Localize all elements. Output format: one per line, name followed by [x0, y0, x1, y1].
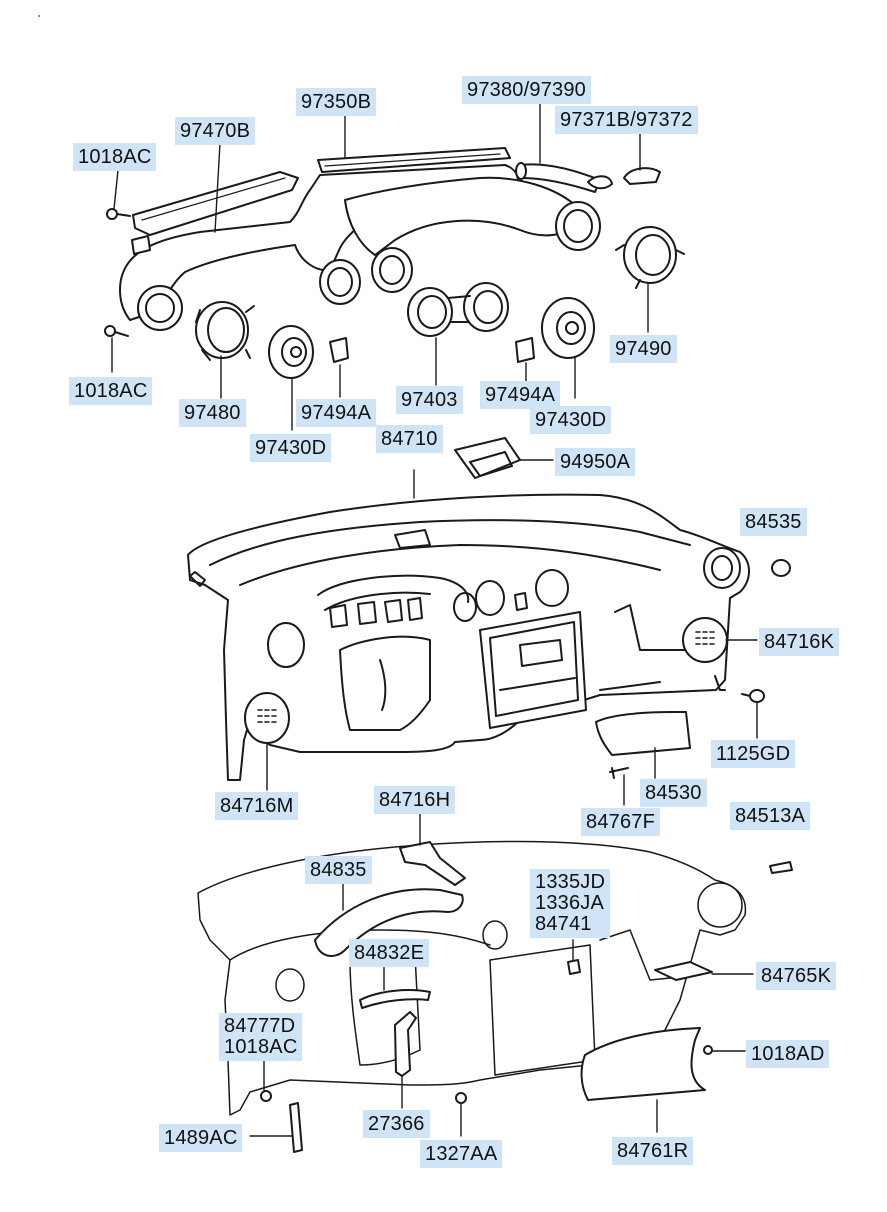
- label-97371B-97372: 97371B/97372: [555, 106, 698, 134]
- instrument-panel: [187, 493, 750, 781]
- screw-bottom-left: [104, 325, 129, 337]
- panel-small-parts: [454, 437, 793, 874]
- label-1018AC-bottom: 1018AC: [224, 1036, 298, 1058]
- defroster-nozzle-left: [132, 171, 299, 236]
- cover-84761R: [580, 1027, 706, 1101]
- label-84761R: 84761R: [612, 1137, 694, 1165]
- trim-84832E: [359, 989, 431, 1009]
- label-1336JA: 1336JA: [535, 892, 605, 914]
- label-1125GD: 1125GD: [711, 740, 796, 768]
- leader-lines-bottom: [249, 811, 754, 1137]
- label-84741: 84741: [535, 913, 592, 935]
- speaker-grille-left: [244, 692, 290, 744]
- label-97350B: 97350B: [296, 88, 377, 116]
- label-84530: 84530: [640, 779, 707, 807]
- label-84767F: 84767F: [581, 808, 661, 836]
- label-84513A: 84513A: [730, 802, 811, 830]
- label-97430D-left: 97430D: [250, 434, 332, 462]
- label-84716M: 84716M: [215, 792, 299, 820]
- label-1018AD: 1018AD: [746, 1040, 830, 1068]
- lower-panel: [197, 840, 747, 1153]
- label-1489AC: 1489AC: [159, 1124, 243, 1152]
- screw-1018AD: [703, 1045, 713, 1055]
- label-84535: 84535: [740, 508, 807, 536]
- vent-components: [195, 226, 685, 379]
- label-84710: 84710: [376, 425, 443, 453]
- label-84777D: 84777D: [224, 1015, 296, 1037]
- pin-1489AC: [289, 1102, 303, 1153]
- panel-outline: [187, 493, 750, 781]
- label-97490: 97490: [610, 335, 677, 363]
- label-97380-97390: 97380/97390: [462, 76, 591, 104]
- bracket-84716H: [399, 841, 466, 886]
- leader-lines-top: [111, 102, 649, 431]
- label-97494A-left: 97494A: [296, 399, 377, 427]
- clip-84513A: [769, 861, 793, 874]
- label-1018AC-top: 1018AC: [73, 143, 157, 171]
- label-97470B: 97470B: [175, 117, 256, 145]
- label-84765K: 84765K: [756, 962, 837, 990]
- label-27366: 27366: [363, 1110, 430, 1138]
- side-grille: [623, 167, 661, 185]
- label-94950A: 94950A: [555, 448, 636, 476]
- air-duct-assembly: [104, 147, 661, 337]
- label-84716K: 84716K: [759, 628, 840, 656]
- screw-top-left: [106, 208, 131, 220]
- bolt-1018AC: [260, 1090, 272, 1102]
- bracket-27366: [394, 1011, 417, 1077]
- glove-box-part: [595, 711, 691, 756]
- label-97403: 97403: [396, 386, 463, 414]
- label-84835: 84835: [305, 856, 372, 884]
- label-group-84777D: 84777D 1018AC: [219, 1013, 303, 1061]
- pad-84765K: [654, 961, 713, 981]
- plug-84535: [771, 559, 791, 577]
- scan-speck: [38, 15, 40, 17]
- label-97430D-right: 97430D: [530, 406, 612, 434]
- label-84716H: 84716H: [374, 786, 456, 814]
- screw-84767F: [609, 767, 629, 779]
- lower-panel-outline: [197, 840, 747, 1116]
- screw-1125GD: [749, 689, 765, 703]
- speaker-grille-right: [682, 617, 728, 663]
- label-1018AC-left: 1018AC: [69, 377, 153, 405]
- label-84832E: 84832E: [349, 939, 430, 967]
- label-1335JD: 1335JD: [535, 871, 606, 893]
- leader-lines-mid: [266, 459, 758, 806]
- clip-84741: [567, 959, 581, 975]
- label-97494A-right: 97494A: [480, 381, 561, 409]
- label-97480: 97480: [179, 399, 246, 427]
- nut-1327AA: [455, 1092, 467, 1104]
- label-1327AA: 1327AA: [420, 1140, 503, 1168]
- label-group-1335JD: 1335JD 1336JA 84741: [530, 869, 611, 938]
